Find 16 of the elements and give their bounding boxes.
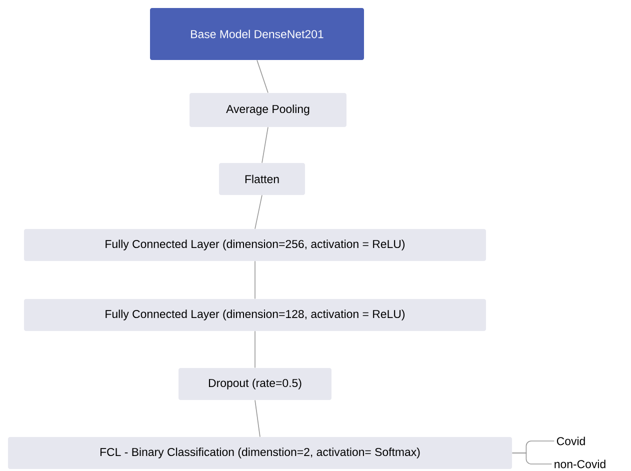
layer-box: Average Pooling (190, 92, 346, 127)
connector-line (254, 260, 256, 300)
class-label: non-Covid (554, 460, 606, 468)
layer-box: Fully Connected Layer (dimension=256, activation = ReLU) (24, 228, 486, 261)
connector-line (254, 400, 260, 438)
connector-line (256, 60, 268, 94)
connector-line (254, 194, 262, 230)
connector-line (262, 126, 268, 164)
layer-box: Fully Connected Layer (dimension=128, activation = ReLU) (24, 298, 486, 331)
layer-box: FCL - Binary Classification (dimenstion=2, activation= Softmax) (8, 436, 512, 469)
connector-line (254, 330, 256, 368)
layer-box: Dropout (rate=0.5) (178, 368, 332, 400)
class-label: Covid (556, 436, 585, 446)
model-box: Base Model DenseNet201 (150, 8, 364, 60)
layer-box: Flatten (219, 162, 305, 195)
bracket-line (512, 452, 552, 464)
